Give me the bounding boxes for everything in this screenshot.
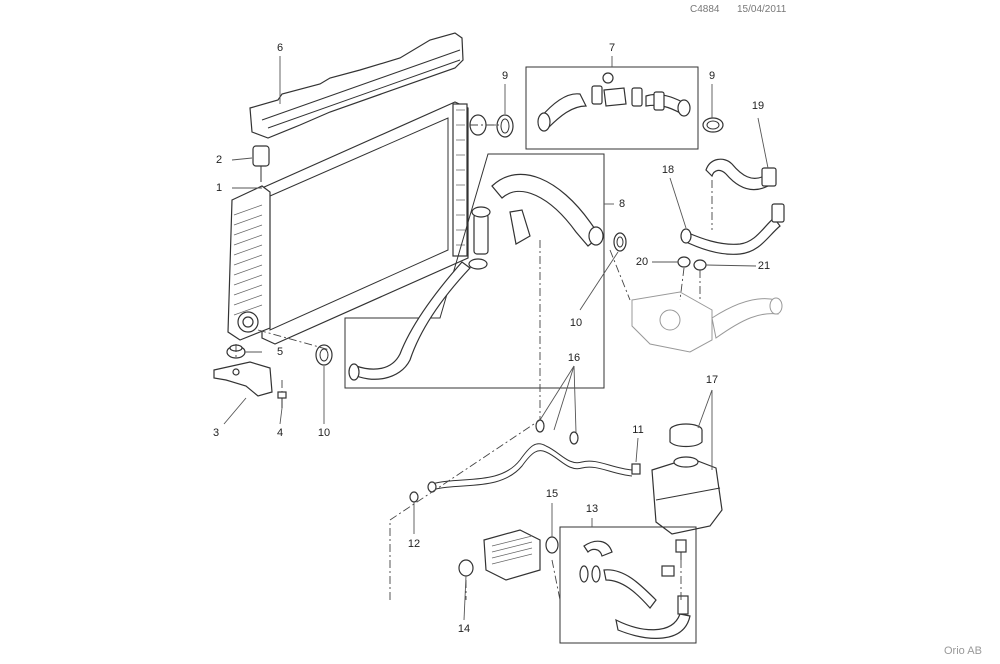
air-deflector [249, 32, 464, 139]
bracket [213, 361, 273, 397]
oil-cooler [483, 529, 541, 581]
hose-clip-lower-left [315, 344, 333, 366]
diagram-date: 15/04/2011 [737, 4, 787, 15]
hose-clip-21 [693, 259, 707, 271]
coolant-hose-18 [680, 203, 785, 255]
diagram-code: C4884 [690, 4, 720, 15]
coolant-hose-19 [705, 158, 777, 191]
callouts: 6 2 1 5 3 4 10 7 9 9 8 10 19 18 20 21 16… [213, 42, 770, 635]
hose-clip-left [496, 114, 514, 138]
callout-12: 12 [408, 538, 420, 550]
callout-16: 16 [568, 352, 580, 364]
callout-9-left: 9 [502, 70, 508, 82]
bleed-hose-clips [409, 419, 641, 503]
hose-clip-14 [458, 559, 474, 577]
callout-15: 15 [546, 488, 558, 500]
expansion-tank [651, 456, 723, 560]
callout-6: 6 [277, 42, 283, 54]
callout-20: 20 [636, 256, 648, 268]
callout-10-mid: 10 [570, 317, 582, 329]
callout-10-left: 10 [318, 427, 330, 439]
callout-21: 21 [758, 260, 770, 272]
hose-clip-15 [545, 536, 559, 554]
callout-3: 3 [213, 427, 219, 439]
callout-9-right: 9 [709, 70, 715, 82]
callout-13: 13 [586, 503, 598, 515]
upper-hose-kit [525, 66, 699, 150]
callout-1: 1 [216, 182, 222, 194]
assembly-lines [235, 124, 713, 601]
callout-2: 2 [216, 154, 222, 166]
leader-lines [223, 56, 769, 621]
oil-cooler-hose-kit [559, 526, 697, 644]
hose-clip-20 [677, 256, 691, 268]
lower-hose-kit [344, 153, 605, 389]
expansion-tank-cap [669, 423, 703, 448]
radiator [227, 101, 469, 345]
thermostat-housing [631, 291, 783, 353]
bleed-hose [427, 443, 633, 493]
callout-11: 11 [632, 424, 643, 436]
upper-mount [252, 145, 270, 182]
hose-clip-right [702, 117, 724, 133]
callout-14: 14 [458, 623, 470, 635]
callout-18: 18 [662, 164, 674, 176]
callout-19: 19 [752, 100, 764, 112]
callout-17: 17 [706, 374, 718, 386]
brand-mark: Orio AB [944, 645, 982, 657]
callout-8: 8 [619, 198, 625, 210]
callout-4: 4 [277, 427, 283, 439]
callout-5: 5 [277, 346, 283, 358]
hose-clip-mid [613, 232, 627, 252]
callout-7: 7 [609, 42, 615, 54]
bolt [277, 391, 287, 408]
